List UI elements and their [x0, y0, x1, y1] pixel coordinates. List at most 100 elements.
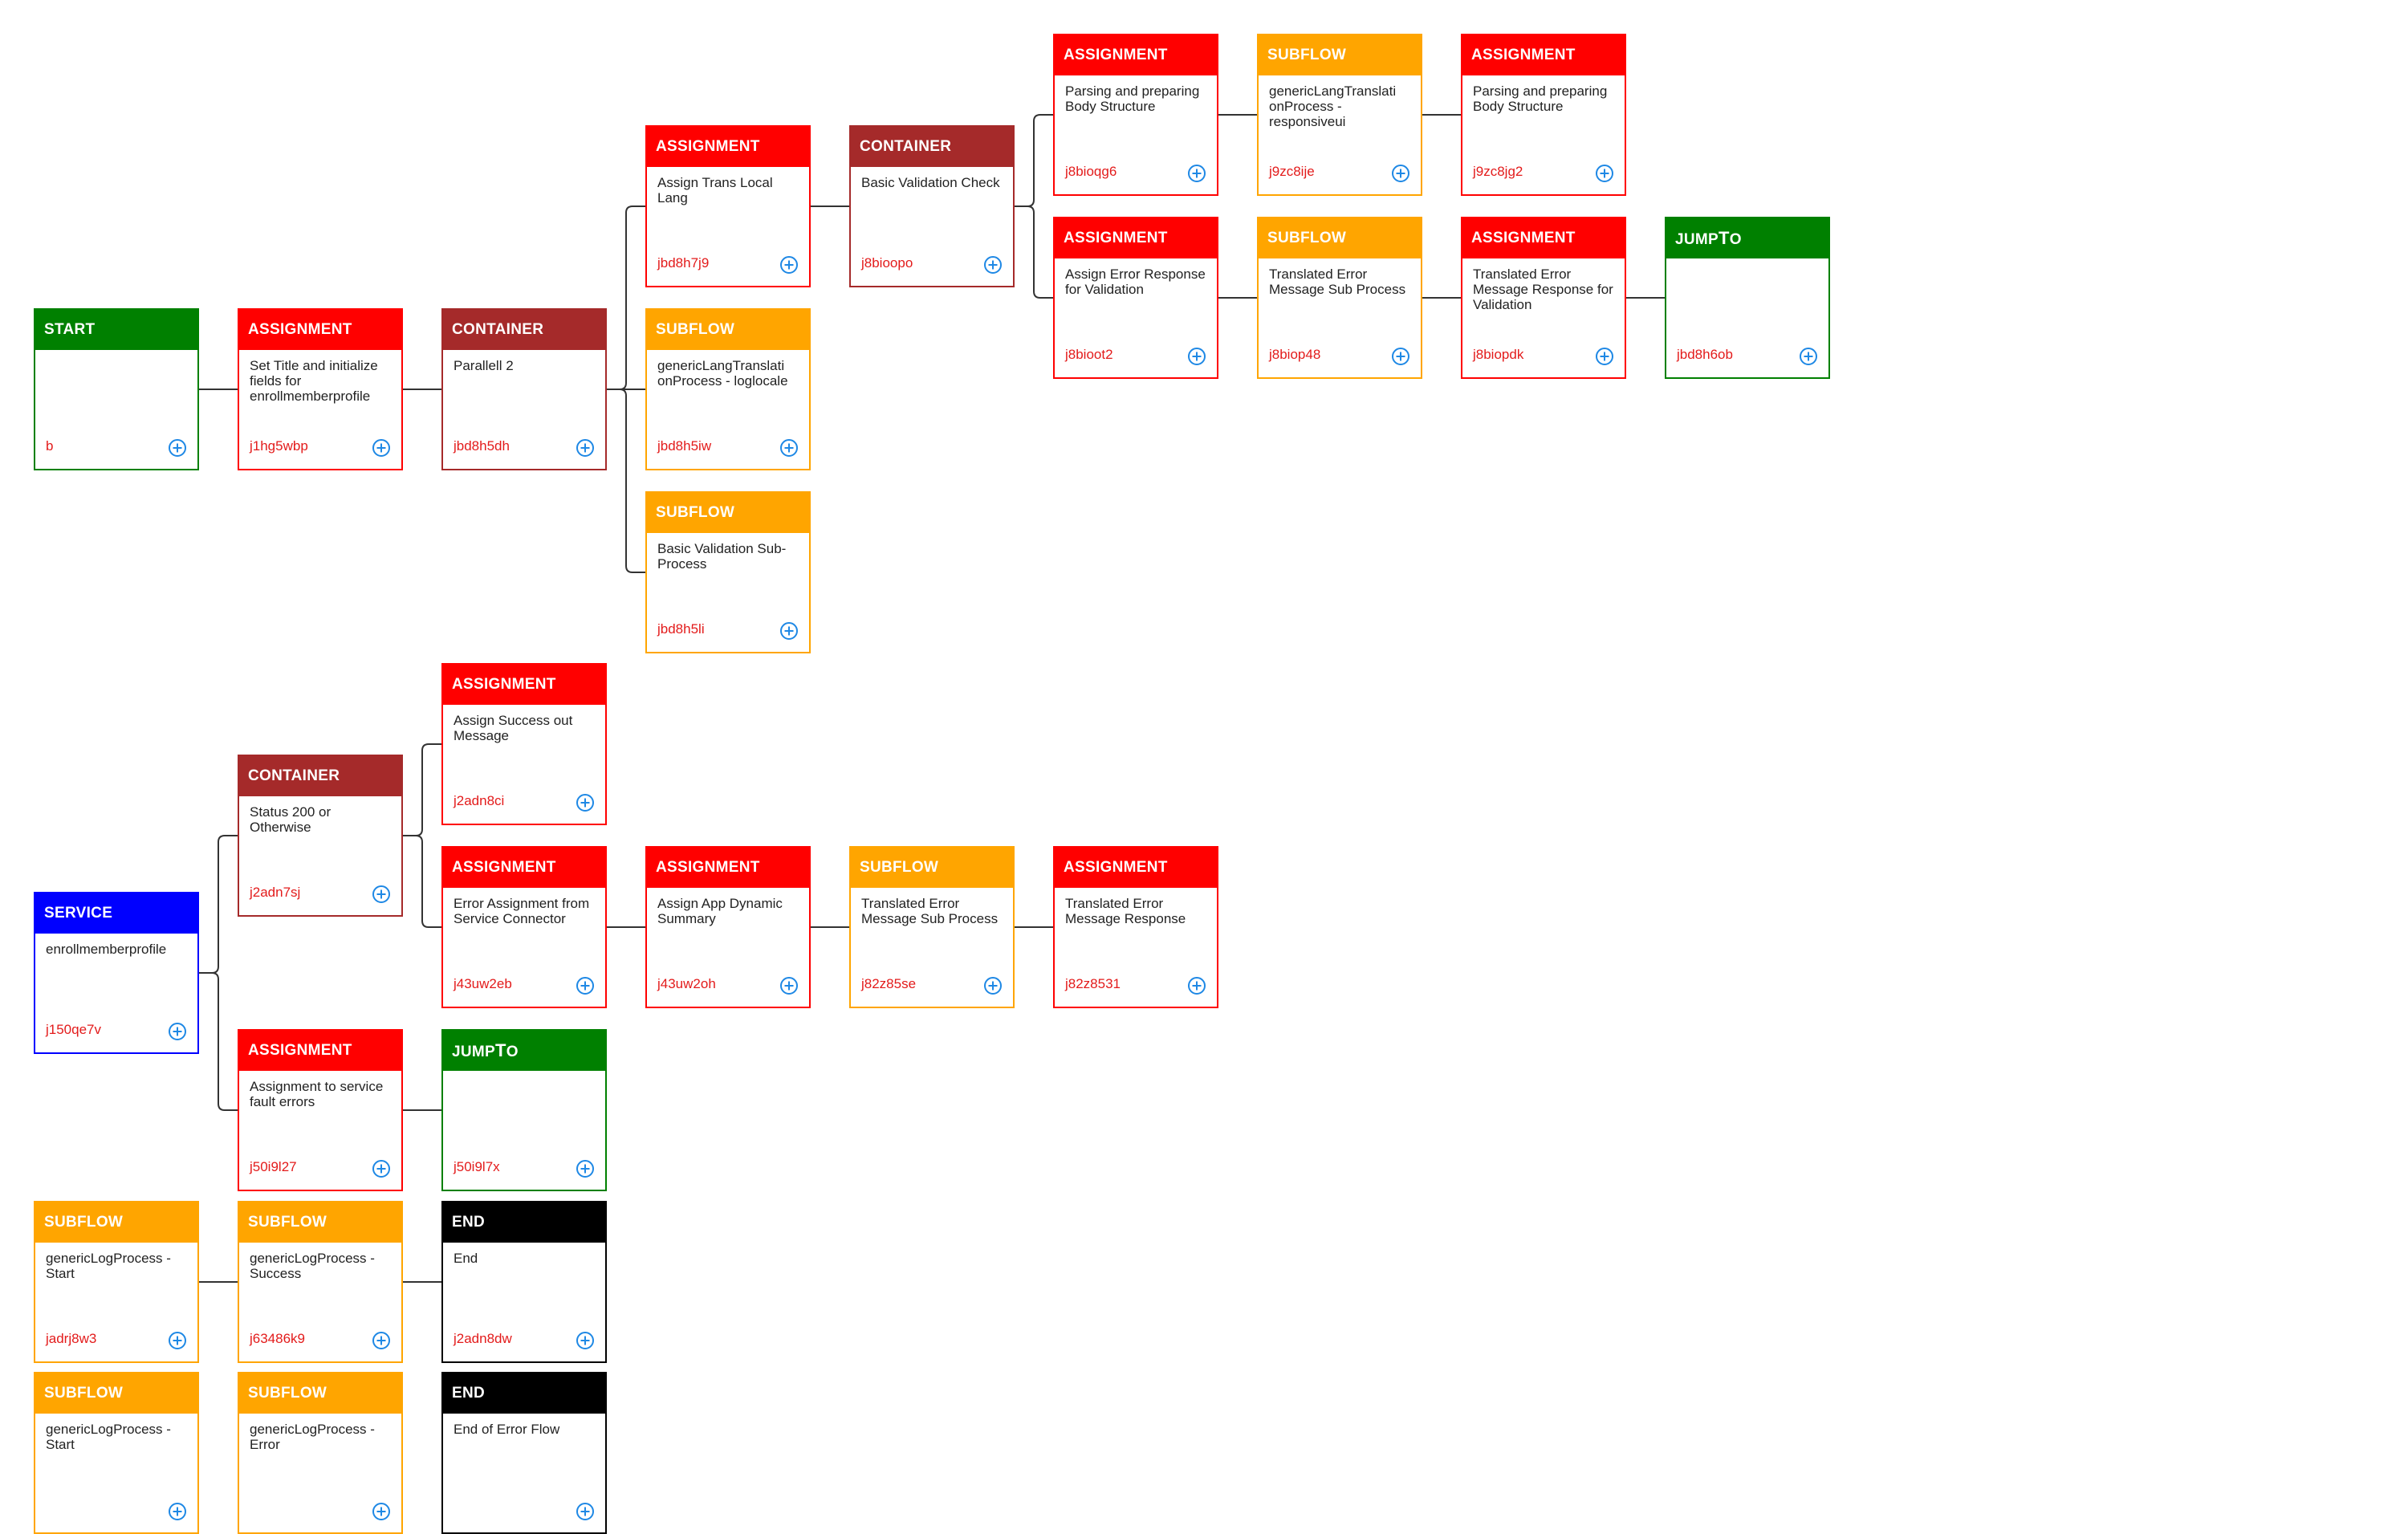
plus-circle-icon[interactable]: [1595, 164, 1614, 183]
plus-circle-icon[interactable]: [983, 255, 1003, 275]
node-type-header: SUBFLOW: [647, 493, 809, 533]
plus-circle-icon[interactable]: [1391, 347, 1410, 366]
node-type-header: CONTAINER: [851, 127, 1013, 167]
node-label: genericLogProcess - Start: [46, 1251, 171, 1281]
plus-circle-icon[interactable]: [779, 621, 799, 641]
plus-circle-icon[interactable]: [372, 1502, 391, 1521]
plus-circle-icon[interactable]: [372, 885, 391, 904]
node-label: End of Error Flow: [454, 1422, 560, 1437]
plus-circle-icon[interactable]: [1187, 976, 1206, 995]
node-type-header: ASSIGNMENT: [1462, 218, 1625, 258]
flow-node-assignment[interactable]: ASSIGNMENT Error Assignment from Service …: [441, 846, 607, 1008]
plus-circle-icon[interactable]: [1187, 164, 1206, 183]
connector-line: [1015, 205, 1053, 299]
flow-node-end[interactable]: END End j2adn8dw: [441, 1201, 607, 1363]
node-id: j8bioopo: [861, 255, 913, 271]
plus-circle-icon[interactable]: [372, 1331, 391, 1350]
node-label: Set Title and initialize fields for enro…: [250, 358, 378, 404]
node-id: j8biop48: [1269, 347, 1321, 362]
node-type-header: ASSIGNMENT: [647, 127, 809, 167]
node-id: jadrj8w3: [46, 1331, 97, 1346]
node-label: Translated Error Message Response for Va…: [1473, 267, 1613, 312]
node-id: j9zc8ije: [1269, 164, 1315, 179]
node-label: Basic Validation Check: [861, 175, 1000, 190]
node-id: j82z8531: [1065, 976, 1121, 991]
plus-circle-icon[interactable]: [168, 1022, 187, 1041]
flow-node-assignment[interactable]: ASSIGNMENT Assign Success out Message j2ad…: [441, 663, 607, 825]
plus-circle-icon[interactable]: [576, 793, 595, 812]
plus-circle-icon[interactable]: [1187, 347, 1206, 366]
node-type-header: JUMPTO: [443, 1031, 605, 1071]
plus-circle-icon[interactable]: [779, 438, 799, 458]
node-id: b: [46, 438, 54, 454]
node-id: j8biopdk: [1473, 347, 1524, 362]
plus-circle-icon[interactable]: [576, 1502, 595, 1521]
node-label: Assign Success out Message: [454, 713, 573, 743]
plus-circle-icon[interactable]: [576, 976, 595, 995]
flow-node-container[interactable]: CONTAINER Basic Validation Check j8bioopo: [849, 125, 1015, 287]
node-label: Parsing and preparing Body Structure: [1065, 83, 1200, 114]
plus-circle-icon[interactable]: [576, 1331, 595, 1350]
node-id: j8bioqg6: [1065, 164, 1117, 179]
plus-circle-icon[interactable]: [1595, 347, 1614, 366]
connector-line: [199, 972, 238, 1111]
node-id: j2adn8dw: [454, 1331, 512, 1346]
node-label: genericLogProcess - Error: [250, 1422, 375, 1452]
node-label: Assignment to service fault errors: [250, 1079, 384, 1109]
node-type-header: ASSIGNMENT: [443, 665, 605, 705]
flow-node-assignment[interactable]: ASSIGNMENT Translated Error Message Respo…: [1461, 217, 1626, 379]
plus-circle-icon[interactable]: [779, 976, 799, 995]
plus-circle-icon[interactable]: [576, 438, 595, 458]
plus-circle-icon[interactable]: [168, 438, 187, 458]
plus-circle-icon[interactable]: [372, 438, 391, 458]
plus-circle-icon[interactable]: [1799, 347, 1818, 366]
node-id: jbd8h5li: [657, 621, 705, 637]
node-label: End: [454, 1251, 478, 1266]
plus-circle-icon[interactable]: [168, 1331, 187, 1350]
node-type-header: ASSIGNMENT: [1055, 218, 1217, 258]
node-id: j9zc8jg2: [1473, 164, 1523, 179]
node-label: Error Assignment from Service Connector: [454, 896, 590, 926]
node-type-header: ASSIGNMENT: [443, 848, 605, 888]
plus-circle-icon[interactable]: [576, 1159, 595, 1178]
node-type-header: ASSIGNMENT: [239, 1031, 401, 1071]
plus-circle-icon[interactable]: [168, 1502, 187, 1521]
node-id: jbd8h7j9: [657, 255, 710, 271]
node-label: Assign App Dynamic Summary: [657, 896, 783, 926]
node-label: Parallell 2: [454, 358, 514, 373]
plus-circle-icon[interactable]: [779, 255, 799, 275]
node-type-header: SUBFLOW: [647, 310, 809, 350]
node-id: j2adn8ci: [454, 793, 505, 808]
node-id: j8bioot2: [1065, 347, 1113, 362]
plus-circle-icon[interactable]: [1391, 164, 1410, 183]
flow-node-assignment[interactable]: ASSIGNMENT Assignment to service fault er…: [238, 1029, 403, 1191]
node-label: Translated Error Message Sub Process: [1269, 267, 1406, 297]
plus-circle-icon[interactable]: [983, 976, 1003, 995]
plus-circle-icon[interactable]: [372, 1159, 391, 1178]
node-type-header: END: [443, 1202, 605, 1243]
node-id: j82z85se: [861, 976, 917, 991]
